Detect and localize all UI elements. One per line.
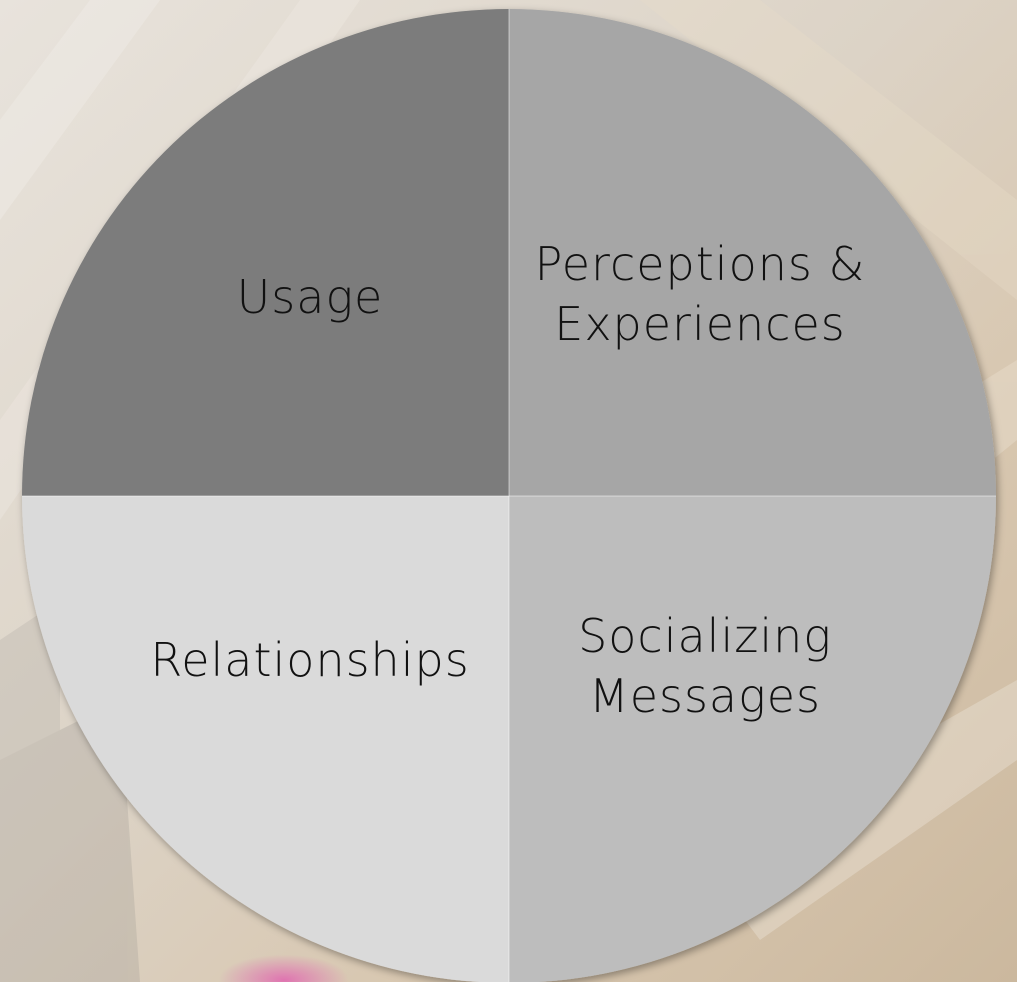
quadrant-perceptions-experiences [509,9,996,496]
label-socializing-messages: Socializing Messages [530,606,880,726]
label-line: Messages [589,669,821,723]
quadrant-relationships [22,496,509,982]
label-line: Usage [236,270,384,324]
label-relationships: Relationships [120,630,500,690]
label-line: Perceptions & [534,237,866,291]
label-line: Experiences [554,297,846,351]
quadrant-socializing-messages [509,496,996,982]
label-line: Socializing [578,609,832,663]
label-usage: Usage [160,267,460,327]
quadrant-usage [22,9,509,496]
label-perceptions-experiences: Perceptions & Experiences [520,234,880,354]
label-line: Relationships [150,633,470,687]
